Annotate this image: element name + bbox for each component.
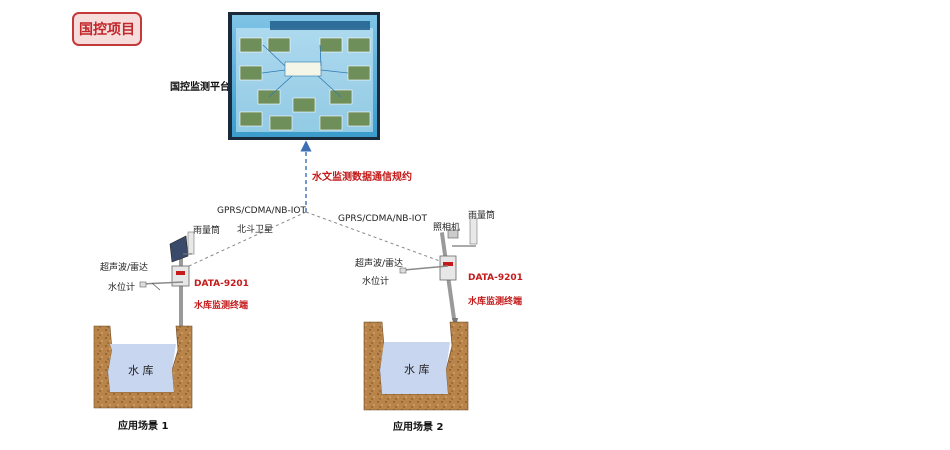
site1-rain-gauge-label: 雨量筒 bbox=[193, 226, 221, 236]
site2-device-model: DATA-9201 bbox=[468, 273, 523, 283]
site1-reservoir-label: 水 库 bbox=[128, 364, 154, 377]
site2-water-level-label: 水位计 bbox=[362, 277, 390, 287]
right-network-label: GPRS/CDMA/NB-IOT bbox=[338, 214, 427, 224]
left-satellite-label: 北斗卫星 bbox=[237, 225, 274, 235]
project-badge: 国控项目 bbox=[72, 12, 142, 46]
link-line-site1 bbox=[175, 211, 307, 273]
protocol-label: 水文监测数据通信规约 bbox=[312, 172, 412, 183]
site1-device-model: DATA-9201 bbox=[194, 279, 249, 289]
site2-rain-gauge-label: 雨量筒 bbox=[468, 211, 496, 221]
site1-radar-label: 超声波/雷达 bbox=[100, 263, 149, 273]
left-network-label: GPRS/CDMA/NB-IOT bbox=[217, 206, 306, 216]
site1-water-level-label: 水位计 bbox=[108, 283, 136, 293]
site2-caption: 应用场景 2 bbox=[393, 422, 444, 433]
site2-camera-label: 照相机 bbox=[433, 223, 461, 233]
site1-reservoir bbox=[93, 325, 193, 409]
site2-reservoir-label: 水 库 bbox=[404, 363, 430, 376]
site2-station bbox=[399, 217, 478, 330]
site1-caption: 应用场景 1 bbox=[118, 421, 169, 432]
site2-radar-label: 超声波/雷达 bbox=[355, 259, 404, 269]
platform-label: 国控监测平台 bbox=[170, 82, 230, 93]
site2-terminal-label: 水库监测终端 bbox=[468, 297, 523, 307]
site2-reservoir bbox=[363, 321, 469, 411]
site1-terminal-label: 水库监测终端 bbox=[194, 301, 249, 311]
platform-screen bbox=[228, 12, 380, 140]
link-line-site2 bbox=[305, 211, 449, 265]
site1-station bbox=[139, 231, 195, 330]
